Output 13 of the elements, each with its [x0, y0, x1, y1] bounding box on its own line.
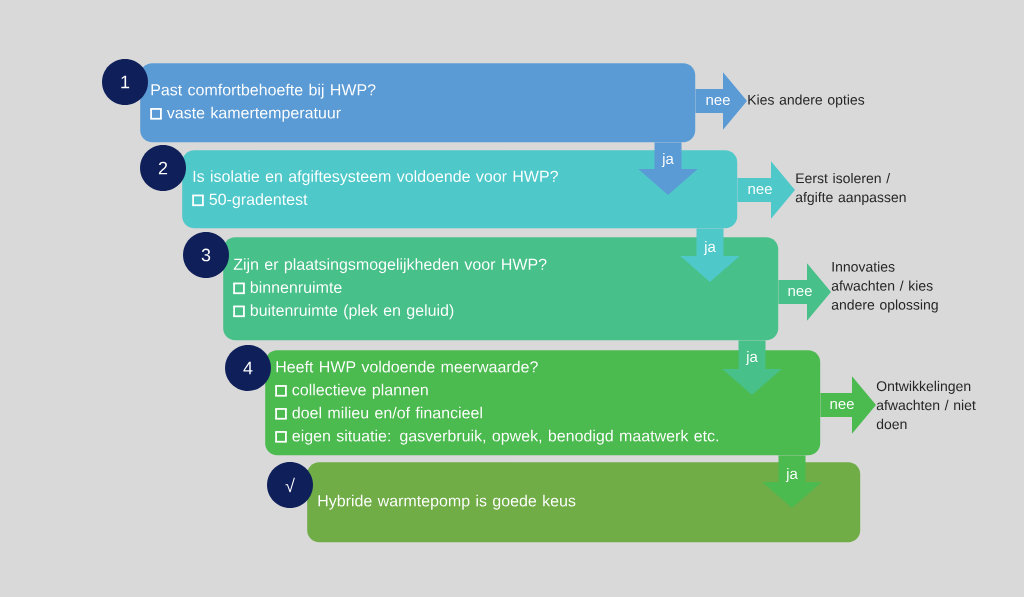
edge-label: ja — [785, 468, 798, 482]
question-box: Past comfortbehoefte bij HWP? vaste kamertemperatuur — [140, 63, 696, 143]
edge-label: ja — [703, 241, 716, 255]
outcome-text: Eerst isoleren / afgifte aanpassen — [795, 172, 906, 205]
edge-label: nee — [748, 185, 772, 195]
outcome-text: Ontwikkelingen afwachten / niet doen — [876, 380, 976, 430]
edge-label: ja — [661, 153, 674, 167]
outcome-text: Kies andere opties — [748, 94, 865, 108]
edge-label: nee — [788, 287, 812, 297]
edge-label: ja — [745, 351, 758, 365]
edge-label: nee — [830, 400, 854, 410]
outcome-text: Innovaties afwachten / kies andere oplossing — [831, 261, 938, 313]
edge-label: nee — [706, 96, 730, 106]
